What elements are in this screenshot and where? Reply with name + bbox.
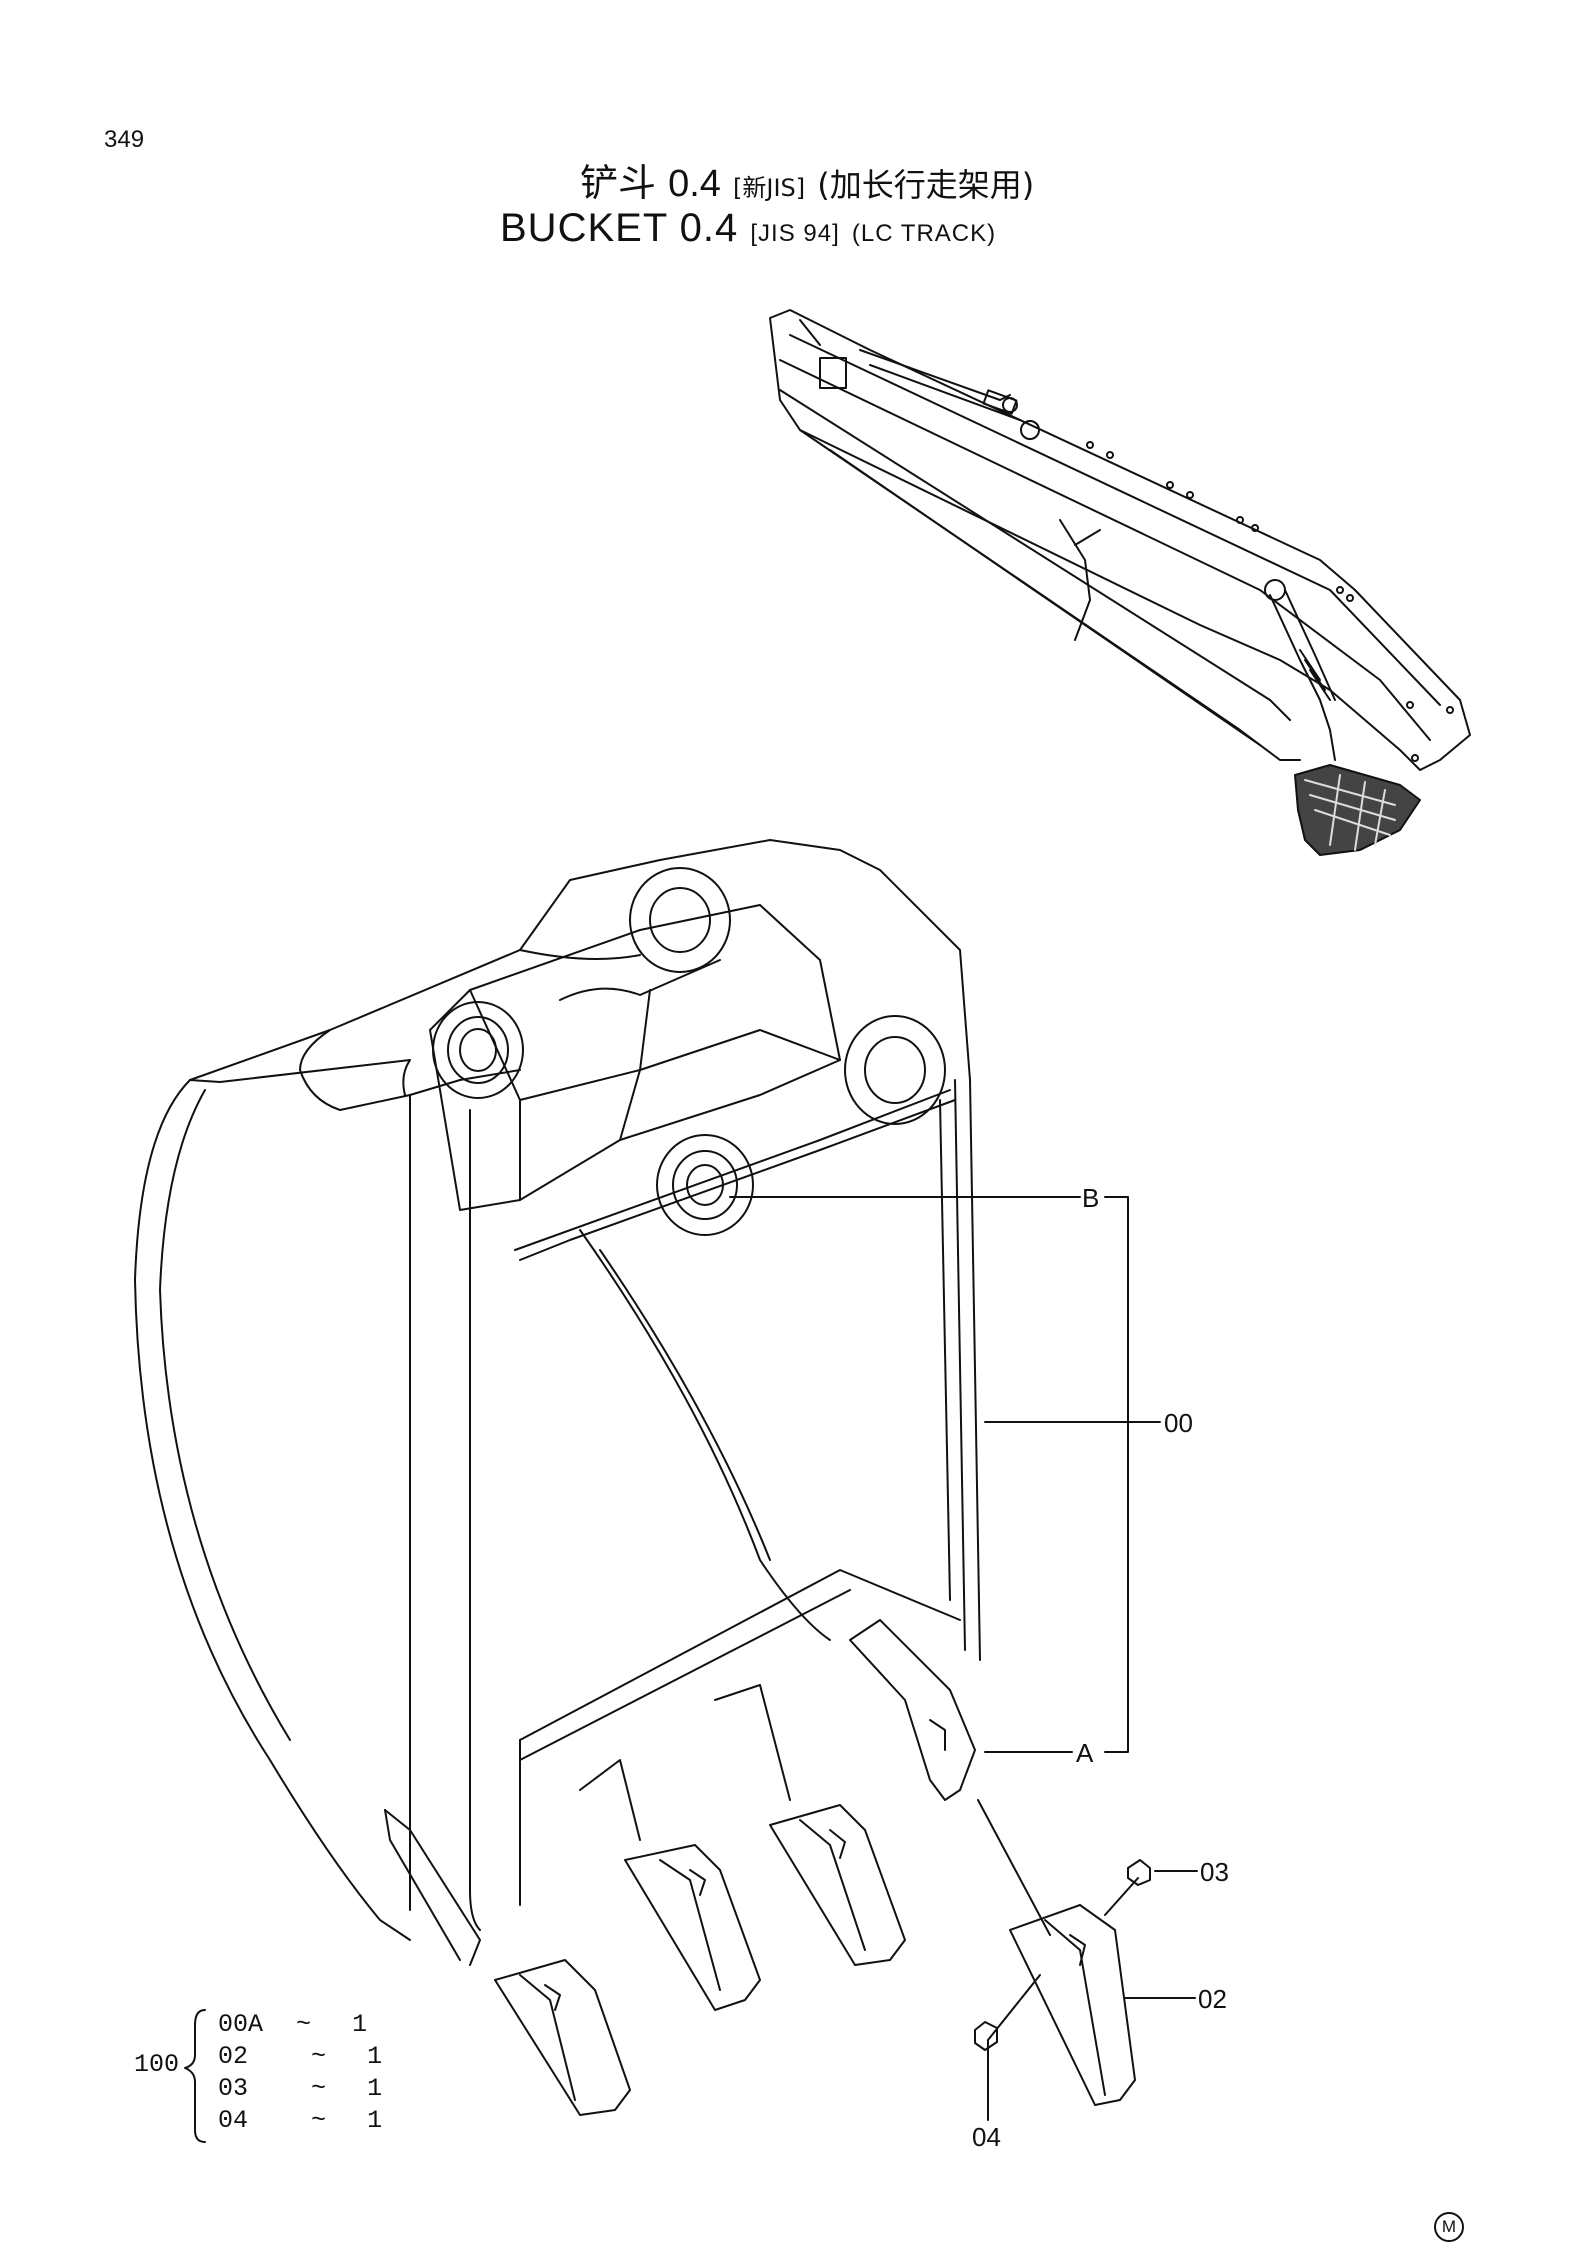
kit-item-qty: 1: [367, 2106, 383, 2135]
pin-boss-right: [844, 1015, 946, 1125]
callout-b: B: [1082, 1183, 1100, 1213]
kit-number: 100: [134, 2050, 180, 2079]
title-en-standard: [JIS 94]: [750, 220, 840, 247]
bucket-assembly-drawing: [134, 839, 1151, 2116]
bucket-tooth-2: [579, 1759, 761, 2011]
kit-item-part: 02: [218, 2042, 249, 2071]
title-cn-size: 0.4: [668, 163, 721, 205]
pin-part-03: [1127, 1859, 1151, 1886]
title-cn-main: 铲斗: [580, 161, 657, 205]
title-en-main: BUCKET: [500, 206, 668, 250]
kit-item-separator: ~: [311, 2074, 327, 2103]
kit-brace: [184, 2009, 206, 2143]
pin-boss-top-right: [629, 867, 731, 973]
kit-item-separator: ~: [311, 2042, 327, 2071]
callout-00: 00: [1164, 1408, 1193, 1438]
kit-item-2: 02 ~ 1: [218, 2042, 382, 2071]
title-chinese: 铲斗 0.4 [新JIS] (加长行走架用): [580, 152, 1034, 207]
kit-item-qty: 1: [367, 2074, 383, 2103]
title-en-note: (LC TRACK): [851, 220, 997, 247]
kit-item-separator: ~: [311, 2106, 327, 2135]
kit-item-3: 03 ~ 1: [218, 2074, 382, 2103]
kit-item-4: 04 ~ 1: [218, 2106, 382, 2135]
bucket-tooth-3: [714, 1684, 906, 1966]
page-number: 349: [104, 126, 145, 153]
pin-boss-top-left: [432, 1001, 524, 1099]
callout-04: 04: [972, 2122, 1001, 2152]
lock-part-04: [974, 2021, 998, 2051]
kit-item-qty: 1: [367, 2042, 383, 2071]
manufacturer-mark: M: [1434, 2212, 1464, 2242]
pin-boss-center: [656, 1134, 754, 1236]
kit-item-qty: 1: [352, 2010, 368, 2039]
title-cn-note: (加长行走架用): [817, 166, 1035, 204]
excavator-boom-overview-icon: [769, 309, 1471, 856]
title-english: BUCKET 0.4 [JIS 94] (LC TRACK): [500, 206, 996, 251]
title-cn-standard: [新JIS]: [733, 174, 806, 202]
exploded-tooth-02: [1009, 1904, 1136, 2106]
title-en-size: 0.4: [679, 206, 739, 250]
kit-item-part: 03: [218, 2074, 249, 2103]
kit-item-part: 00A: [218, 2010, 264, 2039]
kit-item-separator: ~: [296, 2010, 312, 2039]
callout-03: 03: [1200, 1857, 1229, 1887]
bucket-tooth-1: [494, 1959, 631, 2116]
callout-leaders: [729, 1196, 1198, 2121]
kit-item-1: 00A ~ 1: [218, 2010, 367, 2039]
callout-02: 02: [1198, 1984, 1227, 2014]
callout-a: A: [1076, 1738, 1094, 1768]
kit-item-part: 04: [218, 2106, 249, 2135]
bucket-tooth-4: [849, 1619, 976, 1801]
